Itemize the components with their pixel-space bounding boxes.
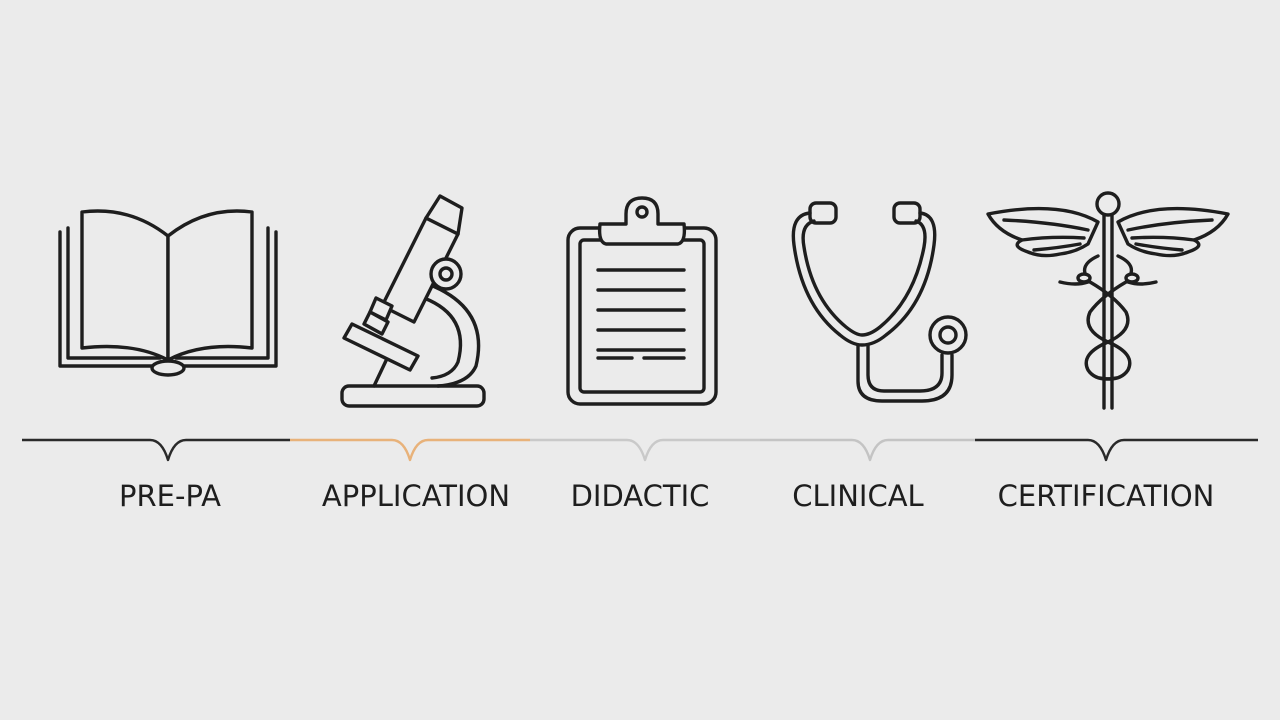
microscope-icon [340, 194, 486, 408]
timeline-segment-1 [22, 438, 290, 462]
timeline-segment-3 [530, 438, 760, 462]
timeline-segment-2 [290, 438, 530, 462]
stage-label-certification: CERTIFICATION [997, 479, 1215, 513]
caduceus-icon [986, 191, 1230, 410]
open-book-icon [58, 209, 278, 377]
stage-label-application: APPLICATION [321, 479, 511, 513]
clipboard-icon [566, 196, 718, 406]
stethoscope-icon [791, 201, 968, 403]
stage-label-didactic: DIDACTIC [570, 479, 710, 513]
stage-label-clinical: CLINICAL [792, 479, 924, 513]
timeline-brace [22, 438, 1258, 462]
timeline-segment-4 [760, 438, 975, 462]
stage-label-pre-pa: PRE-PA [119, 479, 221, 513]
timeline-segment-5 [975, 438, 1258, 462]
